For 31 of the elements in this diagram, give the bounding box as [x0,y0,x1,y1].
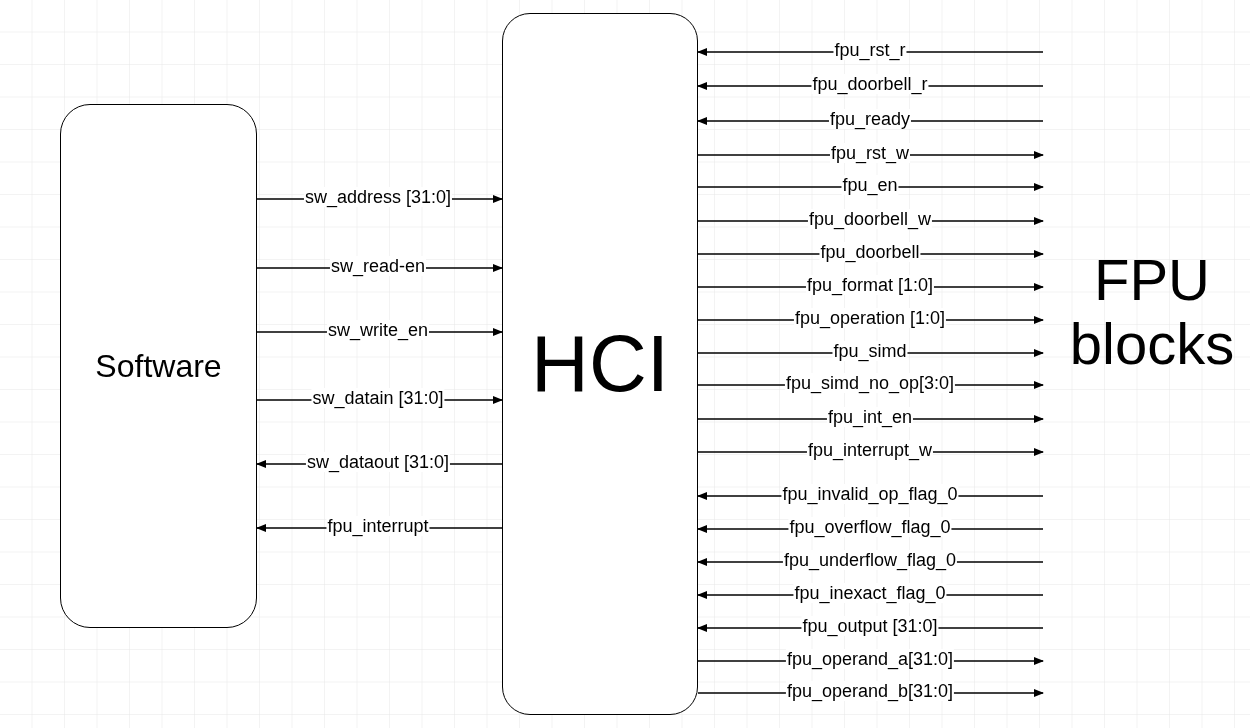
edge-label: fpu_doorbell_r [811,74,929,94]
edge-label: fpu_operation [1:0] [793,308,947,328]
block-label: Software [95,347,222,386]
edge-label: fpu_inexact_flag_0 [793,583,947,603]
edge-label: fpu_interrupt_w [806,440,934,460]
edge-label: fpu_underflow_flag_0 [782,550,958,570]
block-box [502,13,698,715]
edge-label: fpu_simd_no_op[3:0] [784,373,956,393]
edge-label: fpu_rst_r [833,40,907,60]
edge-label: fpu_format [1:0] [805,275,935,295]
edge-label: fpu_int_en [826,407,914,427]
block-title: FPU blocks [1068,248,1236,376]
edge-label: sw_read-en [329,256,427,276]
edge-label: fpu_simd [832,341,908,361]
edge-label: fpu_interrupt [326,516,430,536]
edge-label: fpu_operand_a[31:0] [785,649,955,669]
block-box [60,104,257,628]
edge-label: fpu_operand_b[31:0] [785,681,955,701]
edge-label: fpu_rst_w [830,143,910,163]
edge-label: fpu_doorbell_w [807,209,933,229]
edge-label: fpu_en [841,175,899,195]
edge-label: fpu_doorbell [819,242,921,262]
block-label: HCI [531,318,669,410]
edge-label: sw_address [31:0] [303,187,453,207]
edge-label: fpu_overflow_flag_0 [788,517,952,537]
edge-label: fpu_invalid_op_flag_0 [781,484,959,504]
edge-label: fpu_ready [828,109,912,129]
edge-label: sw_datain [31:0] [311,388,445,408]
edge-label: sw_write_en [327,320,429,340]
edge-label: fpu_output [31:0] [801,616,939,636]
edge-label: sw_dataout [31:0] [305,452,451,472]
